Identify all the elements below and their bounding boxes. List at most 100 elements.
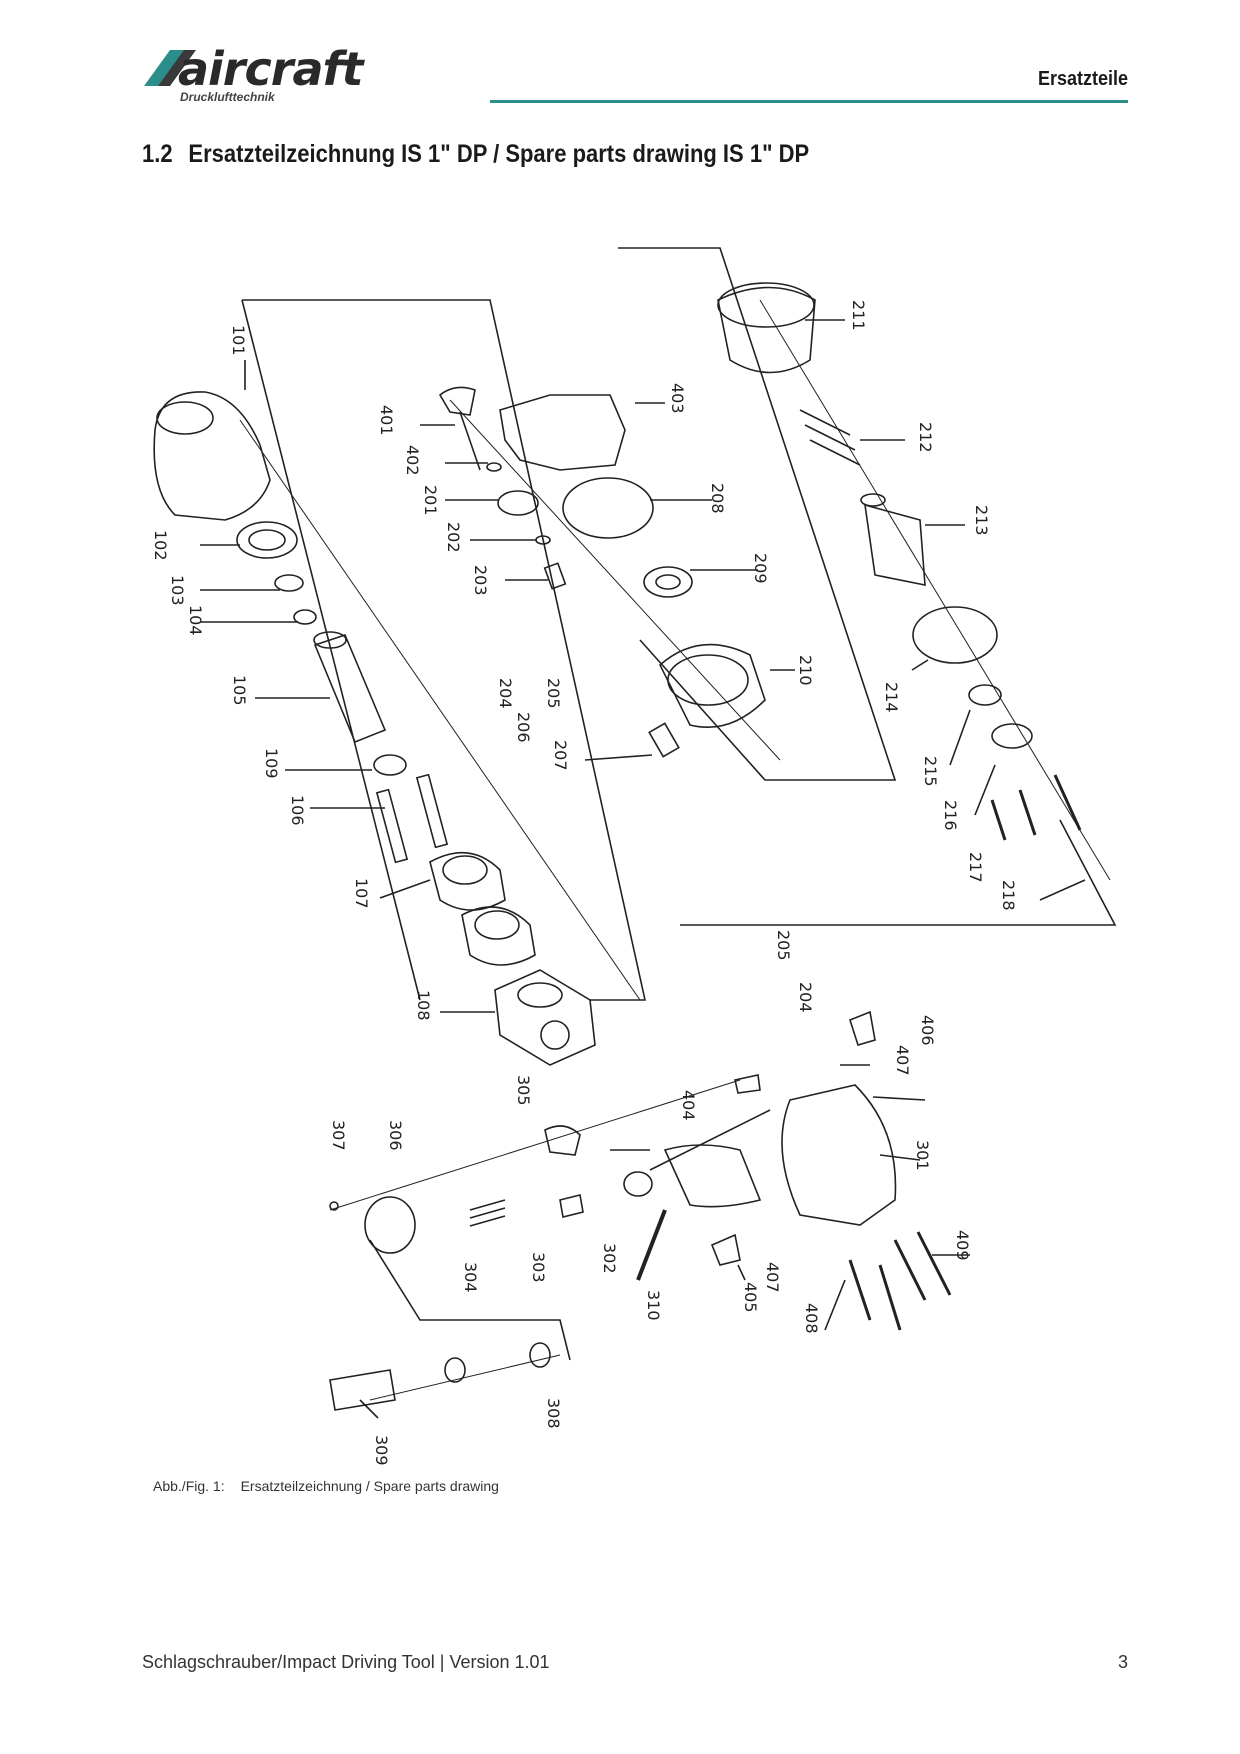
label-307: 307 [329, 1120, 348, 1151]
label-407-b: 407 [763, 1262, 782, 1293]
part-304-spring [469, 1199, 506, 1227]
label-408: 408 [802, 1303, 821, 1334]
part-201 [497, 490, 539, 516]
part-217-screw-a [990, 799, 1007, 841]
part-102 [236, 521, 298, 559]
label-205: 205 [544, 678, 563, 709]
label-109: 109 [262, 748, 281, 779]
part-215-bearing [968, 684, 1002, 706]
header-divider [490, 100, 1128, 103]
part-214-plate [912, 606, 998, 664]
figure-caption: Abb./Fig. 1:Ersatzteilzeichnung / Spare … [153, 1478, 499, 1494]
part-213-rotor [864, 503, 926, 586]
part-401-trigger [438, 386, 476, 416]
part-408-screw-a [848, 1259, 872, 1321]
label-405: 405 [741, 1282, 760, 1313]
label-213: 213 [972, 505, 991, 536]
part-406 [849, 1010, 876, 1046]
label-216: 216 [941, 800, 960, 831]
label-309: 309 [372, 1435, 391, 1466]
label-217: 217 [966, 852, 985, 883]
part-302 [623, 1171, 653, 1197]
label-210: 210 [796, 655, 815, 686]
label-202: 202 [444, 522, 463, 553]
label-302: 302 [600, 1243, 619, 1274]
section-label: Ersatzteile [1037, 68, 1128, 90]
label-205-b: 205 [774, 930, 793, 961]
label-301: 301 [913, 1140, 932, 1171]
part-209-bearing [643, 566, 693, 598]
part-403-gasket [499, 394, 626, 471]
part-101-housing [153, 391, 271, 521]
label-204-b: 204 [796, 982, 815, 1013]
label-404: 404 [679, 1090, 698, 1121]
label-102: 102 [151, 530, 170, 561]
label-103: 103 [168, 575, 187, 606]
label-407-a: 407 [893, 1045, 912, 1076]
label-409: 409 [953, 1230, 972, 1261]
part-number-labels: 101 102 103 104 105 109 106 107 108 401 … [151, 300, 1018, 1466]
part-106-pin-b [415, 773, 449, 849]
label-209: 209 [751, 553, 770, 584]
label-215: 215 [921, 756, 940, 787]
part-210-housing [659, 643, 766, 728]
part-103 [274, 574, 304, 592]
label-108: 108 [414, 990, 433, 1021]
frame-group-200 [618, 247, 897, 781]
part-203 [543, 562, 567, 590]
caption-text: Ersatzteilzeichnung / Spare parts drawin… [240, 1478, 499, 1494]
label-206: 206 [514, 712, 533, 743]
part-207-valve [648, 722, 680, 758]
part-218-screw [1053, 774, 1082, 831]
part-306 [364, 1196, 416, 1254]
label-305: 305 [514, 1075, 533, 1106]
label-218: 218 [999, 880, 1018, 911]
part-307 [329, 1201, 339, 1211]
heading-text: Ersatzteilzeichnung IS 1" DP / Spare par… [188, 140, 810, 168]
label-101: 101 [229, 325, 248, 356]
label-105: 105 [230, 675, 249, 706]
label-107: 107 [352, 878, 371, 909]
part-107-hammer-b [461, 906, 536, 966]
part-404 [734, 1074, 761, 1094]
footer-title: Schlagschrauber/Impact Driving Tool | Ve… [142, 1652, 550, 1672]
page-number: 3 [1117, 1652, 1128, 1672]
label-211: 211 [849, 300, 868, 331]
part-409-screw-a [893, 1239, 927, 1301]
frame-group-100 [242, 299, 646, 1001]
label-402: 402 [403, 445, 422, 476]
label-303: 303 [529, 1252, 548, 1283]
part-212-blades [799, 409, 861, 466]
label-208: 208 [708, 483, 727, 514]
part-109 [373, 754, 407, 776]
label-214: 214 [882, 682, 901, 713]
label-304: 304 [461, 1262, 480, 1293]
part-408-screw-b [878, 1264, 902, 1331]
label-104: 104 [186, 605, 205, 636]
part-217-screw-b [1018, 789, 1037, 836]
label-203: 203 [471, 565, 490, 596]
part-309-nipple [329, 1369, 396, 1411]
part-105-anvil [313, 634, 387, 744]
label-403: 403 [668, 383, 687, 414]
label-204: 204 [496, 678, 515, 709]
label-207: 207 [551, 740, 570, 771]
part-409-screw-b [916, 1231, 952, 1296]
company-logo: aircraft Drucklufttechnik [140, 46, 380, 108]
label-406: 406 [918, 1015, 937, 1046]
label-201: 201 [421, 485, 440, 516]
part-305 [544, 1125, 581, 1156]
part-104 [293, 609, 317, 625]
part-402 [486, 462, 502, 472]
part-301-housing [781, 1084, 897, 1226]
label-212: 212 [916, 422, 935, 453]
part-211-cylinder [717, 286, 816, 374]
part-310 [636, 1209, 667, 1281]
logo-tagline: Drucklufttechnik [180, 90, 275, 104]
part-108-cage [494, 969, 596, 1066]
part-405 [710, 1233, 741, 1266]
part-216-oring [991, 723, 1033, 749]
label-310: 310 [644, 1290, 663, 1321]
part-208-oring [562, 477, 654, 539]
